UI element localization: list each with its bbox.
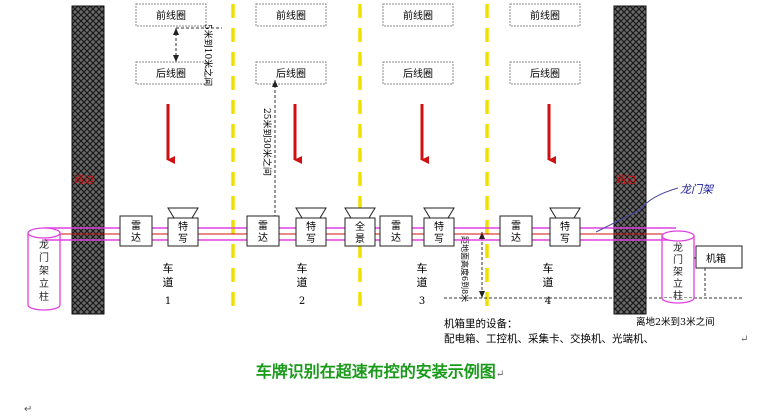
radar-device: 雷达 [119, 215, 153, 247]
radar-device: 雷达 [499, 215, 533, 247]
radar-label: 雷 [511, 220, 521, 232]
radar-label: 达 [391, 232, 401, 244]
cabinet-height-label: 离地2米到3米之间 [636, 316, 715, 328]
closeup-camera-label: 特 [306, 221, 316, 233]
lane-dividers [231, 4, 489, 314]
pillar-label-char: 架 [673, 266, 683, 278]
radar-device: 雷达 [246, 215, 280, 247]
closeup-camera: 特写 [423, 207, 455, 247]
pillar-label-char: 柱 [39, 290, 49, 303]
closeup-camera: 特写 [167, 207, 199, 247]
left-road-edge-wall [71, 5, 105, 315]
lane-label: 车 [417, 261, 428, 275]
radar-label: 雷 [258, 220, 268, 232]
lane-number: 1 [165, 296, 171, 307]
caption-text: 车牌识别在超速布控的安装示例图 [255, 362, 496, 381]
rear-coil: 后线圈 [135, 61, 207, 85]
lane-number: 4 [545, 296, 551, 307]
panorama-camera-label: 全 [355, 220, 365, 233]
closeup-camera-label: 特 [178, 221, 188, 233]
rear-coil-label: 后线圈 [276, 67, 306, 80]
closeup-camera-label: 特 [434, 221, 444, 233]
pillar-label-char: 门 [39, 251, 49, 264]
radar-label: 达 [511, 232, 521, 244]
lane-label: 道 [417, 275, 428, 289]
equipment-title: 机箱里的设备： [444, 317, 518, 330]
left-road-edge-label: 路边 [74, 173, 94, 186]
radar-label: 达 [131, 232, 141, 244]
pillar-label-char: 龙 [673, 241, 683, 254]
pillar-label-char: 立 [673, 277, 683, 290]
panorama-camera-label: 景 [355, 233, 365, 245]
rear-coil: 后线圈 [382, 61, 454, 85]
front-coil: 前线圈 [382, 3, 454, 27]
front-coil: 前线圈 [509, 3, 581, 27]
lane-label: 道 [543, 275, 554, 289]
closeup-camera-label: 写 [560, 233, 570, 245]
return-mark-icon: ↵ [495, 369, 505, 380]
rear-coil: 后线圈 [255, 61, 327, 85]
front-coil: 前线圈 [255, 3, 327, 27]
front-coil: 前线圈 [135, 3, 207, 27]
front-coil-label: 前线圈 [156, 9, 186, 22]
closeup-camera-label: 写 [178, 233, 188, 245]
camera-height-label: 距地面高度6到8米 [460, 236, 470, 302]
lane-label: 车 [297, 261, 308, 275]
right-gantry-pillar [661, 230, 695, 304]
lane-label: 道 [163, 275, 174, 289]
cabinet-box [695, 245, 743, 269]
panorama-camera: 全景 [344, 207, 376, 247]
camera-to-coil-label: 25米到30米之间 [261, 108, 273, 176]
pillar-label-char: 门 [673, 253, 683, 266]
cabinet-label: 机箱 [706, 252, 726, 265]
coil-spacing-label: 5米到10米之间 [202, 24, 214, 86]
right-road-edge-wall [613, 5, 647, 315]
closeup-camera-label: 写 [306, 233, 316, 245]
traffic-direction-arrows [166, 104, 556, 164]
rear-coil-label: 后线圈 [403, 67, 433, 80]
equipment-list: 配电箱、工控机、采集卡、交换机、光端机、 [444, 332, 654, 345]
gantry-pointer-line [595, 187, 679, 233]
pillar-label-char: 立 [39, 277, 49, 290]
gantry-label: 龙门架 [680, 183, 715, 196]
left-gantry-pillar [27, 227, 61, 311]
lane-number: 2 [299, 296, 305, 307]
right-road-edge-label: 路边 [616, 173, 636, 186]
closeup-camera: 特写 [549, 207, 581, 247]
front-coil-label: 前线圈 [403, 9, 433, 22]
lane-label: 车 [163, 261, 174, 275]
rear-coil-label: 后线圈 [156, 67, 186, 80]
lane-label: 车 [543, 261, 554, 275]
pillar-label-char: 架 [39, 265, 49, 277]
pillar-label-char: 柱 [673, 289, 683, 302]
lane-label: 道 [297, 275, 308, 289]
rear-coil: 后线圈 [509, 61, 581, 85]
return-mark-icon: ↵ [740, 334, 748, 345]
rear-coil-label: 后线圈 [530, 67, 560, 80]
paragraph-mark: ↵ [24, 404, 33, 415]
front-coil-label: 前线圈 [530, 9, 560, 22]
closeup-camera-label: 写 [434, 233, 444, 245]
pillar-label-char: 龙 [39, 238, 49, 251]
radar-label: 雷 [391, 220, 401, 232]
radar-label: 雷 [131, 220, 141, 232]
diagram-caption: 车牌识别在超速布控的安装示例图↵ [0, 358, 760, 382]
radar-label: 达 [258, 232, 268, 244]
front-coil-label: 前线圈 [276, 9, 306, 22]
lane-number: 3 [419, 296, 425, 307]
radar-device: 雷达 [379, 215, 413, 247]
closeup-camera-label: 特 [560, 221, 570, 233]
closeup-camera: 特写 [295, 207, 327, 247]
